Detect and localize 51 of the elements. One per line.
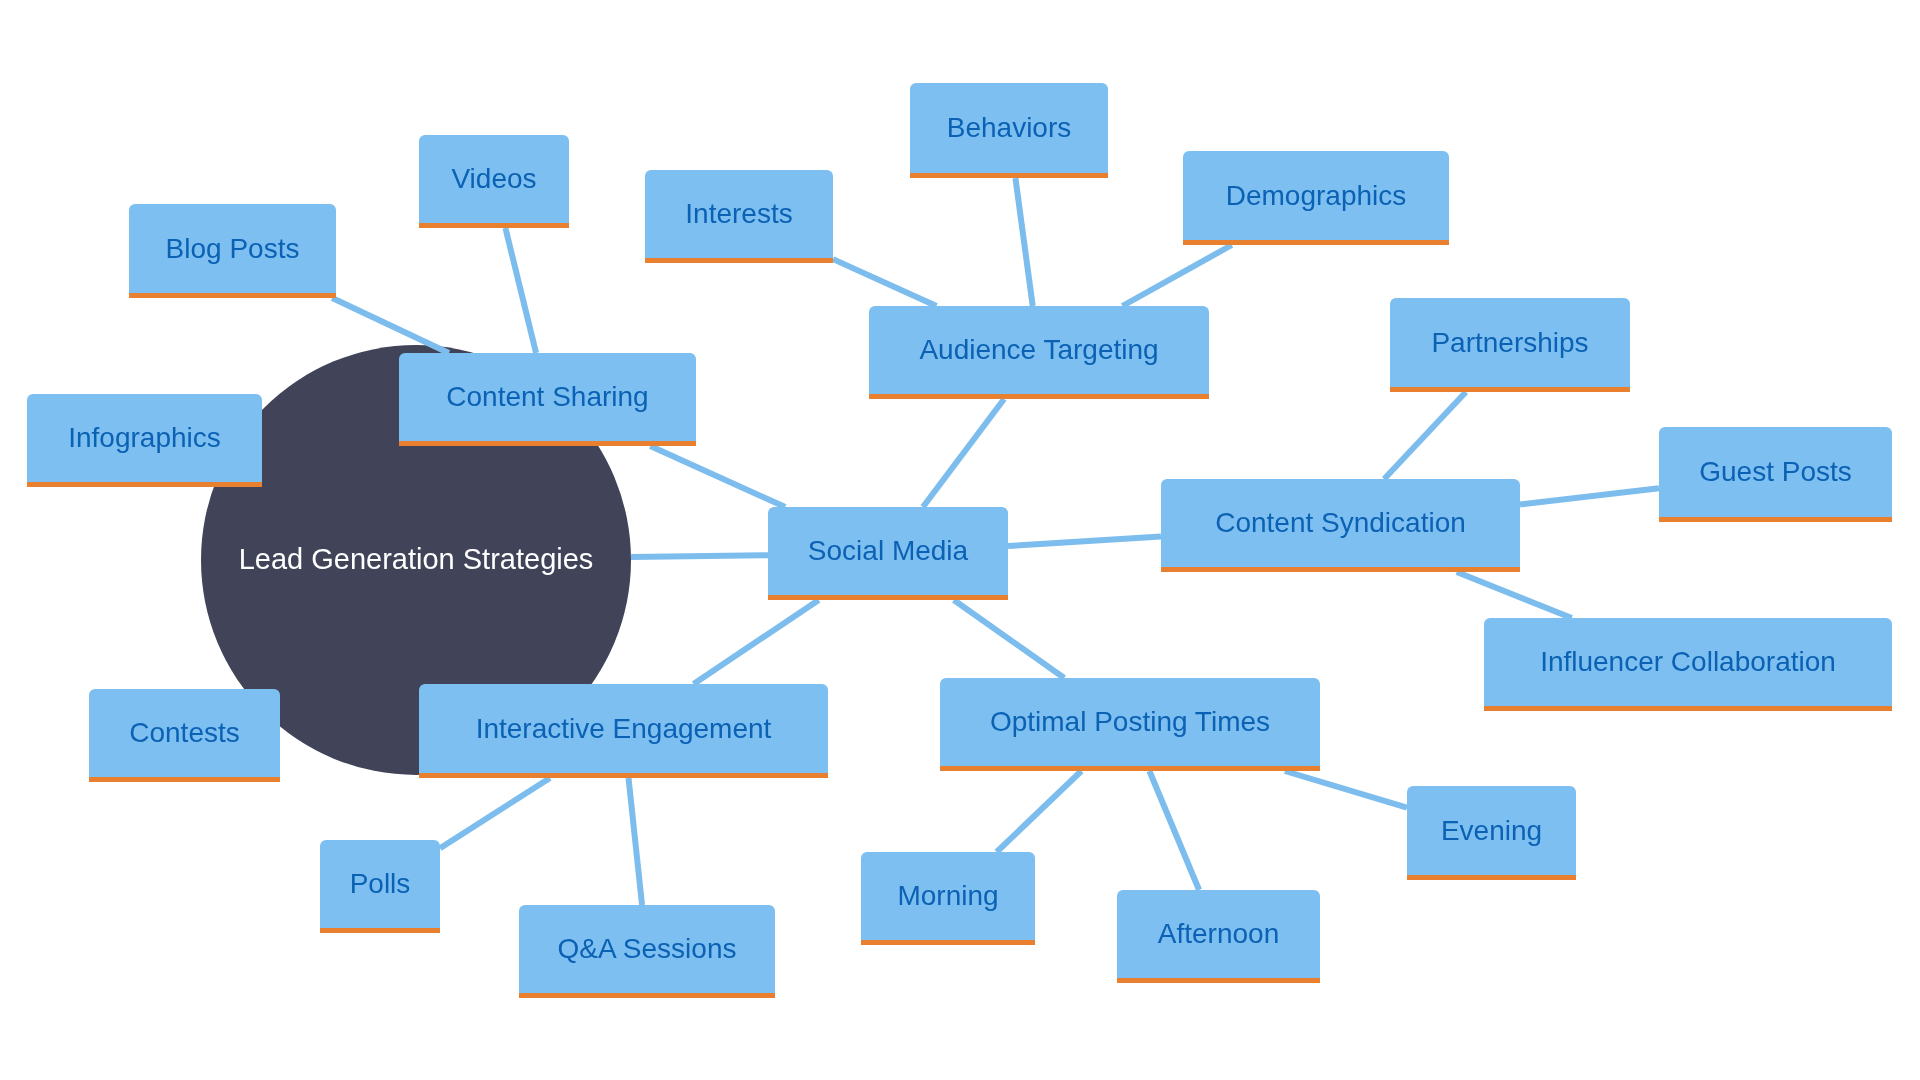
connector-line [1519,485,1660,508]
node-label: Audience Targeting [919,333,1159,367]
topic-box [1117,890,1320,983]
topic-box [1390,298,1630,392]
topic-box [869,306,1209,399]
connector-line [1012,177,1036,307]
topic-box [1659,427,1892,522]
connector-line [502,227,539,354]
node-label: Demographics [1225,178,1407,213]
topic-box [519,905,775,998]
topic-box [89,689,280,782]
node-label: Videos [451,162,537,196]
connector-line [1007,533,1162,550]
node-label: Blog Posts [165,231,300,266]
node-label: Lead Generation Strategies [237,542,595,578]
topic-box [320,840,440,933]
topic-box [910,83,1108,178]
node-label: Guest Posts [1699,455,1852,489]
node-label: Optimal Posting Times [989,705,1271,739]
topic-box [1183,151,1449,245]
topic-box [1484,618,1892,711]
node-label: Afternoon [1157,917,1280,951]
node-label: Interactive Engagement [475,711,772,746]
topic-box [1407,786,1576,880]
topic-box [645,170,833,263]
topic-box [940,678,1320,771]
topic-box [419,684,828,778]
node-label: Partnerships [1431,325,1589,360]
node-label: Content Syndication [1215,506,1466,540]
connector-line [625,777,646,906]
topic-box [861,852,1035,945]
node-label: Contests [129,716,240,750]
connector-line [920,397,1007,509]
node-label: Morning [897,879,999,913]
node-label: Influencer Collaboration [1540,645,1836,679]
node-label: Q&A Sessions [557,932,737,966]
topic-box [1161,479,1520,572]
topic-box [419,135,569,228]
node-label: Content Sharing [446,380,649,414]
connector-line [630,552,769,561]
node-label: Evening [1440,813,1543,848]
topic-box [27,394,262,487]
connector-line [1146,769,1202,892]
node-label: Infographics [68,421,221,455]
topic-box [129,204,336,298]
node-label: Polls [349,867,411,901]
node-label: Interests [685,197,793,231]
topic-box [768,507,1008,600]
node-label: Behaviors [946,111,1072,145]
node-label: Social Media [807,534,969,568]
topic-box [399,353,696,446]
